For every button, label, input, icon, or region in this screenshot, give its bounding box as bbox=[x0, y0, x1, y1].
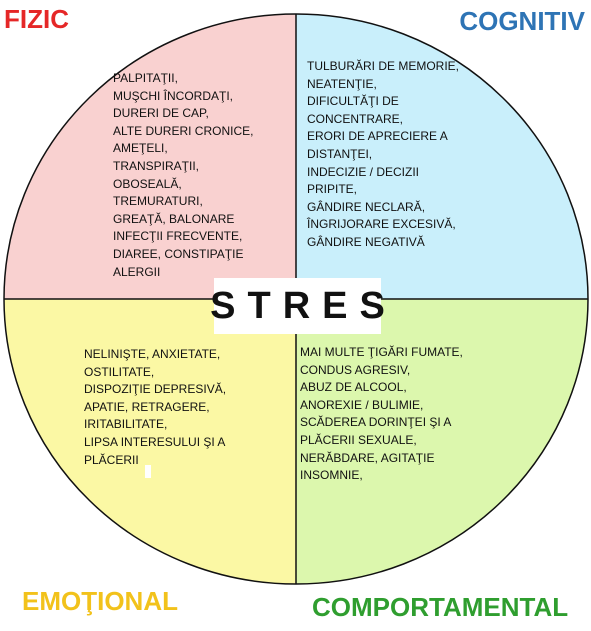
symptom-item: ALERGII bbox=[113, 264, 161, 279]
symptom-item: CONDUS AGRESIV, bbox=[300, 362, 411, 377]
symptom-list-emotional: NELINIŞTE, ANXIETATE, OSTILITATE, DISPOZ… bbox=[84, 346, 226, 469]
symptom-item: APATIE, RETRAGERE, bbox=[84, 399, 210, 414]
symptom-item: NELINIŞTE, ANXIETATE, bbox=[84, 347, 221, 361]
text-cursor-mark bbox=[145, 465, 151, 478]
symptom-item: GREAŢĂ, BALONARE bbox=[113, 211, 235, 226]
symptom-list-cognitiv: TULBURĂRI DE MEMORIE, NEATENŢIE, DIFICUL… bbox=[307, 58, 459, 252]
quadrant-fizic-area bbox=[4, 14, 296, 299]
symptom-item: TRANSPIRAŢII, bbox=[113, 158, 200, 173]
symptom-item: ÎNGRIJORARE EXCESIVĂ, bbox=[307, 217, 456, 232]
symptom-item: OSTILITATE, bbox=[84, 364, 155, 379]
symptom-item: ABUZ DE ALCOOL, bbox=[300, 380, 407, 395]
title-emotional: EMOŢIONAL bbox=[22, 586, 178, 616]
title-fizic: FIZIC bbox=[4, 4, 69, 34]
symptom-list-comportamental: MAI MULTE ŢIGĂRI FUMATE, CONDUS AGRESIV,… bbox=[300, 344, 463, 485]
symptom-item: INDECIZIE / DECIZII bbox=[307, 164, 420, 179]
symptom-item: INFECŢII FRECVENTE, bbox=[113, 229, 243, 244]
center-label-box: STRES bbox=[210, 278, 385, 334]
symptom-item: DIFICULTĂŢI DE bbox=[307, 94, 399, 109]
symptom-item: MAI MULTE ŢIGĂRI FUMATE, bbox=[300, 345, 463, 359]
symptom-item: OBOSEALĂ, bbox=[113, 176, 182, 191]
quadrant-comportamental-area bbox=[296, 299, 588, 584]
symptom-item: DISPOZIŢIE DEPRESIVĂ, bbox=[84, 382, 227, 397]
symptom-item: PALPITAŢII, bbox=[113, 71, 178, 85]
symptom-item: TULBURĂRI DE MEMORIE, bbox=[307, 59, 460, 73]
symptom-item: DIAREE, CONSTIPAŢIE bbox=[113, 246, 244, 261]
symptom-item: LIPSA INTERESULUI ŞI A bbox=[84, 434, 226, 449]
symptom-list-fizic: PALPITAŢII, MUŞCHI ÎNCORDAŢI, DURERI DE … bbox=[113, 70, 253, 281]
symptom-item: DISTANŢEI, bbox=[307, 146, 373, 161]
quadrant-cognitiv-area bbox=[296, 14, 588, 299]
symptom-item: MUŞCHI ÎNCORDAŢI, bbox=[113, 88, 233, 103]
symptom-item: NEATENŢIE, bbox=[307, 76, 377, 91]
title-cognitiv: COGNITIV bbox=[459, 6, 585, 36]
symptom-item: CONCENTRARE, bbox=[307, 111, 404, 126]
title-comportamental: COMPORTAMENTAL bbox=[312, 592, 569, 622]
quadrant-emotional-area bbox=[4, 299, 296, 584]
symptom-item: GÂNDIRE NECLARĂ, bbox=[307, 199, 426, 214]
symptom-item: TREMURATURI, bbox=[113, 194, 203, 209]
symptom-item: DURERI DE CAP, bbox=[113, 106, 209, 121]
symptom-item: IRITABILITATE, bbox=[84, 417, 168, 432]
symptom-item: ANOREXIE / BULIMIE, bbox=[300, 397, 424, 412]
symptom-item: AMEŢELI, bbox=[113, 141, 168, 156]
symptom-item: ALTE DURERI CRONICE, bbox=[113, 123, 254, 138]
symptom-item: SCĂDEREA DORINŢEI ŞI A bbox=[300, 415, 452, 430]
symptom-item: ERORI DE APRECIERE A bbox=[307, 129, 448, 144]
symptom-item: INSOMNIE, bbox=[300, 468, 363, 483]
symptom-item: PRIPITE, bbox=[307, 182, 358, 197]
symptom-item: PLĂCERII bbox=[84, 452, 139, 467]
symptom-item: NERĂBDARE, AGITAŢIE bbox=[300, 450, 435, 465]
symptom-item: PLĂCERII SEXUALE, bbox=[300, 432, 417, 447]
center-label: STRES bbox=[210, 284, 397, 327]
symptom-item: GÂNDIRE NEGATIVĂ bbox=[307, 234, 425, 249]
